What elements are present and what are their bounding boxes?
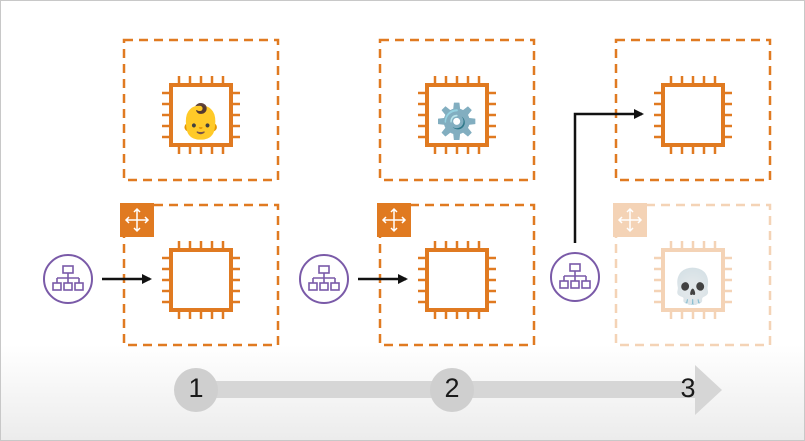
load-balancers — [43, 252, 600, 304]
chips — [162, 76, 732, 319]
step-2-top-chip — [418, 76, 496, 154]
step-1-router-icon — [120, 203, 154, 237]
step-2-bottom-container — [378, 203, 536, 347]
step-3-top-chip — [654, 76, 732, 154]
step-1-label: 1 — [188, 373, 204, 403]
step-3-label: 3 — [680, 373, 696, 403]
gear-icon: ⚙️ — [435, 102, 479, 142]
containers — [122, 38, 772, 347]
step-1-bottom-container — [122, 203, 280, 347]
arrows — [102, 109, 644, 284]
step-2-top-container — [378, 38, 536, 182]
step-3-arrow — [573, 109, 644, 243]
baby-face-icon: 👶 — [179, 102, 223, 142]
step-1-top-chip — [162, 76, 240, 154]
skull-icon: 💀 — [671, 267, 715, 307]
step-2-router-icon — [377, 203, 411, 237]
step-3-top-container — [614, 38, 772, 182]
router-badges — [120, 203, 647, 237]
step-3-load-balancer-icon — [550, 252, 600, 302]
step-3-router-icon — [613, 203, 647, 237]
step-2-load-balancer-icon — [299, 254, 349, 304]
step-1-load-balancer-icon — [43, 254, 93, 304]
step-2-label: 2 — [444, 373, 460, 403]
step-2-bottom-chip — [418, 241, 496, 319]
step-1-top-container — [122, 38, 280, 182]
step-1-bottom-chip — [162, 241, 240, 319]
step-1-circle — [174, 368, 218, 412]
step-3-bottom-container — [614, 203, 772, 347]
timeline-arrowhead — [695, 365, 722, 415]
step-3-bottom-chip — [654, 241, 732, 319]
step-2-circle — [430, 368, 474, 412]
timeline — [174, 365, 722, 415]
